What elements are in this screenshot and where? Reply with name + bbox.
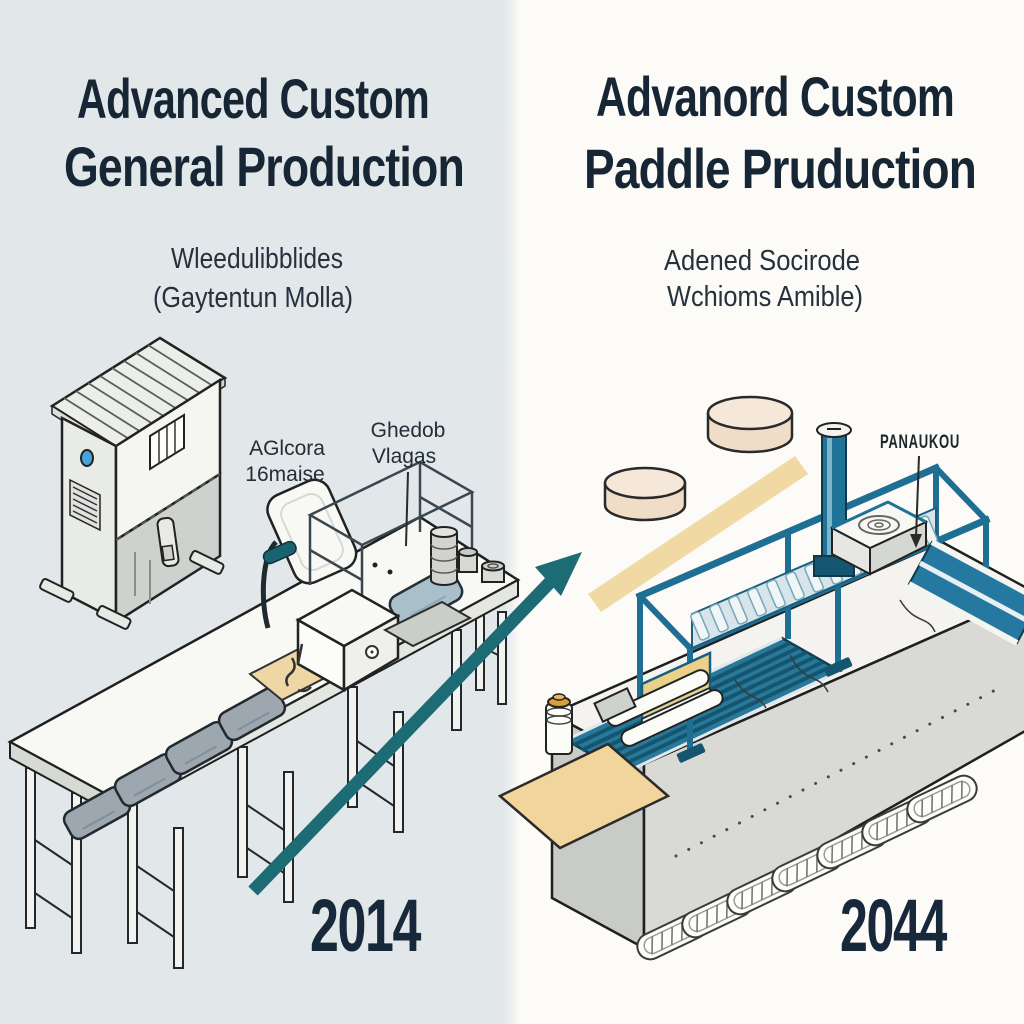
canister <box>458 547 478 573</box>
cabinet-indicator-light <box>80 449 94 467</box>
paddle-blanks <box>636 774 978 961</box>
tape-roll <box>481 560 505 583</box>
left-subtitle-line2: (Gaytentun Molla) <box>153 282 353 314</box>
left-title-line2: General Production <box>64 135 464 198</box>
cabinet-window <box>149 413 185 471</box>
machine-label-ghedob-line2: Vlagas <box>372 445 436 468</box>
cabinet-machine <box>39 336 228 630</box>
conveyor-table <box>7 460 521 969</box>
table-legs <box>25 597 507 969</box>
thread-spool-stack <box>430 526 458 586</box>
machine-label-aglcora-line1: AGlcora <box>249 437 325 460</box>
ghedob-leader-line <box>405 471 409 547</box>
glue-bottle <box>545 693 573 755</box>
left-title-line1: Advanced Custom <box>77 67 429 130</box>
sewing-machine <box>295 588 401 693</box>
year-label-2044: 2044 <box>840 884 947 967</box>
cabinet-vent <box>69 478 101 532</box>
right-subtitle-line1: Adened Socirode <box>664 245 860 277</box>
paddle-production-machine <box>497 422 1024 951</box>
panel-divider <box>504 0 520 1024</box>
roller-arms <box>593 669 724 747</box>
dough-disc-top <box>706 395 794 454</box>
left-subtitle-line1: Wleedulibblides <box>171 243 343 275</box>
output-ramp <box>907 539 1024 646</box>
stitch-mark <box>285 657 312 693</box>
machine-label-aglcora-line2: 16maise <box>245 463 324 486</box>
cables <box>734 599 936 709</box>
fabric-sheet <box>497 742 671 850</box>
frame-knob <box>387 569 393 575</box>
rivet-dots <box>674 683 1007 858</box>
operator-chair <box>260 478 358 629</box>
cabinet-latch <box>156 516 180 568</box>
panaukou-leader-line <box>910 455 922 548</box>
dough-disc-bottom <box>603 466 687 522</box>
accent-tan-band <box>588 456 808 612</box>
growth-arrow <box>248 552 582 896</box>
right-title-line2: Paddle Pruduction <box>584 137 976 200</box>
paddle-blank <box>906 774 978 824</box>
machine-label-panaukou: PANAUKOU <box>880 432 960 453</box>
right-subtitle-line2: Wchioms Amible) <box>667 281 863 313</box>
year-label-2014: 2014 <box>310 884 421 967</box>
right-title-line1: Advanord Custom <box>596 65 954 128</box>
workstation <box>248 460 505 702</box>
cabinet-feet <box>39 550 225 630</box>
side-plate <box>382 600 473 648</box>
machine-label-ghedob-line1: Ghedob <box>371 419 446 442</box>
frame-knob <box>372 562 378 568</box>
